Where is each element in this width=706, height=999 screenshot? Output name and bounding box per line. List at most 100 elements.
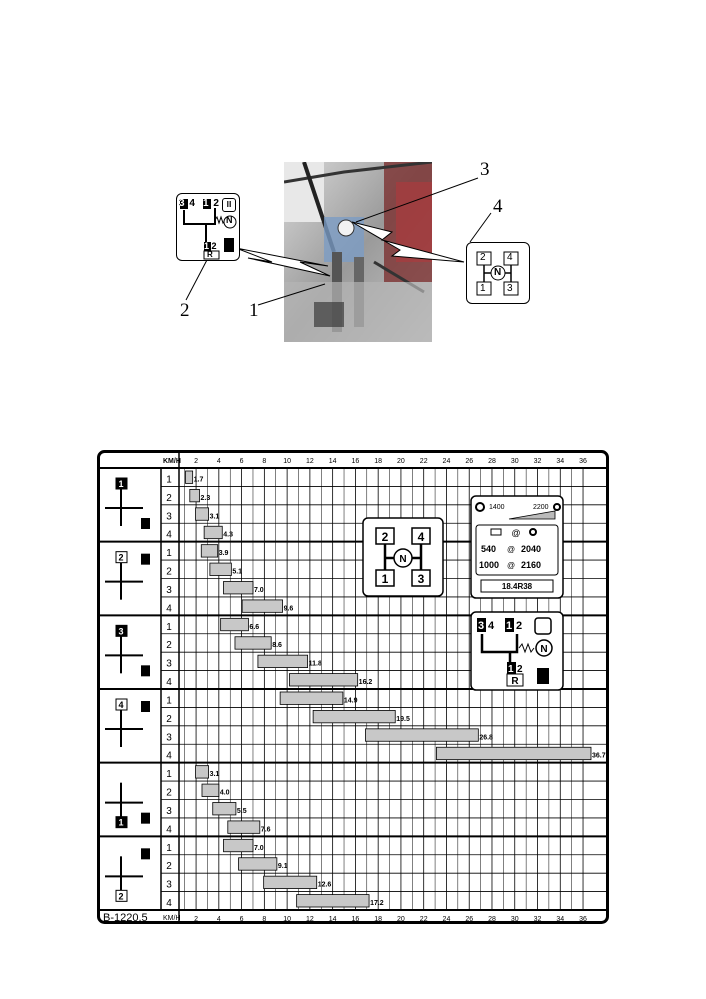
gear-number: 3	[166, 659, 172, 670]
speed-value-label: 3.1	[210, 771, 220, 778]
x-tick-top: 32	[534, 458, 542, 465]
gear-number: 3	[166, 806, 172, 817]
x-tick-bottom: 18	[374, 916, 382, 923]
gear-number: 4	[166, 898, 172, 909]
speed-bar	[365, 728, 479, 742]
x-tick-bottom: 30	[511, 916, 519, 923]
x-tick-top: 4	[217, 458, 221, 465]
x-tick-top: 18	[374, 458, 382, 465]
shift-reverse-box	[506, 673, 524, 687]
pattern-gear-2: 2	[480, 252, 486, 263]
speed-value-label: 5.5	[237, 808, 247, 815]
pattern-gear-box	[411, 527, 431, 545]
speed-bar	[189, 489, 200, 503]
speed-bar	[223, 838, 254, 853]
speed-bar	[263, 875, 318, 889]
gear-pattern-label: 2 4 N 1 3	[466, 242, 530, 304]
speed-value-label: 12.6	[318, 882, 332, 889]
range-II-icon	[224, 238, 234, 252]
x-tick-top: 6	[240, 458, 244, 465]
group-range-icon	[141, 812, 150, 824]
speed-bar	[312, 710, 396, 724]
x-tick-bottom: 12	[306, 916, 314, 923]
x-tick-bottom: 24	[443, 916, 451, 923]
pattern-gear-number: 1	[382, 572, 389, 586]
pto-at-1: @	[507, 545, 515, 554]
pto-at-2: @	[507, 561, 515, 570]
speed-value-label: 4.0	[220, 790, 230, 797]
gear-number: 3	[166, 880, 172, 891]
gear-number: 1	[166, 474, 172, 485]
group-range-number: 2	[118, 553, 123, 563]
x-tick-bottom: 20	[397, 916, 405, 923]
speed-bar	[289, 673, 359, 687]
gear-number: 4	[166, 751, 172, 762]
pattern-gear-box	[411, 569, 431, 587]
gear-number: 2	[166, 788, 172, 799]
speed-value-label: 4.3	[223, 532, 233, 539]
label-gear-12-bottom: 1 2	[204, 241, 217, 251]
speed-bar	[220, 617, 249, 632]
gear-number: 2	[166, 640, 172, 651]
speed-value-label: 9.6	[284, 605, 294, 612]
x-tick-top: 24	[443, 458, 451, 465]
label-gear-34: 3 4	[179, 198, 196, 209]
x-tick-top: 16	[352, 458, 360, 465]
pto-2160: 2160	[521, 560, 541, 570]
pto-box	[475, 524, 559, 576]
group-range-icon	[141, 518, 150, 529]
range-III-icon	[534, 617, 552, 635]
speed-value-label: 1.7	[194, 476, 204, 483]
speed-bar	[257, 654, 309, 668]
speed-bar	[234, 636, 272, 650]
x-tick-top: 28	[488, 458, 496, 465]
gear-number: 2	[166, 861, 172, 872]
pattern-gear-number: 4	[418, 530, 425, 544]
gear-number: 2	[166, 493, 172, 504]
pto-2040: 2040	[521, 544, 541, 554]
shift-reverse-1: 1	[508, 664, 514, 675]
speed-value-label: 7.0	[254, 587, 264, 594]
range-II-icon	[537, 668, 549, 684]
x-tick-top: 14	[329, 458, 337, 465]
gear-number: 1	[166, 548, 172, 559]
x-tick-bottom: 6	[240, 916, 244, 923]
x-tick-bottom: 28	[488, 916, 496, 923]
group-range-box	[115, 624, 128, 637]
x-tick-bottom: 36	[579, 916, 587, 923]
rpm-max-icon	[553, 503, 561, 511]
rpm-range-wedge	[508, 510, 556, 520]
footer-unit-label: KM/H	[163, 915, 181, 922]
pattern-gear-number: 3	[418, 572, 425, 586]
x-tick-top: 20	[397, 458, 405, 465]
shift-dark-1	[505, 618, 514, 632]
x-tick-top: 22	[420, 458, 428, 465]
pto-at-symbol: @	[511, 528, 520, 538]
speed-value-label: 7.0	[254, 845, 264, 852]
x-tick-bottom: 8	[262, 916, 266, 923]
x-tick-bottom: 26	[465, 916, 473, 923]
pattern-gear-4: 4	[507, 252, 513, 263]
group-range-number: 1	[118, 479, 123, 489]
speed-bar	[241, 599, 283, 613]
x-tick-bottom: 32	[534, 916, 542, 923]
gear-number: 2	[166, 567, 172, 578]
shift-reverse-2: 2	[517, 664, 523, 675]
gear-number: 3	[166, 511, 172, 522]
rpm-low: 1400	[489, 504, 505, 511]
group-range-number: 3	[118, 626, 123, 636]
gear-number: 4	[166, 677, 172, 688]
label-reverse: R	[207, 250, 213, 259]
shift-dark-r1	[507, 662, 516, 674]
x-tick-top: 12	[306, 458, 314, 465]
group-range-icon	[141, 665, 150, 677]
pattern-neutral-circle	[393, 548, 413, 568]
group-range-box	[115, 816, 128, 829]
speed-value-label: 17.2	[370, 900, 384, 907]
x-tick-bottom: 4	[217, 916, 221, 923]
gear-number: 1	[166, 695, 172, 706]
speed-value-label: 2.3	[200, 495, 210, 502]
gear-number: 1	[166, 769, 172, 780]
pattern-gear-box	[375, 527, 395, 545]
